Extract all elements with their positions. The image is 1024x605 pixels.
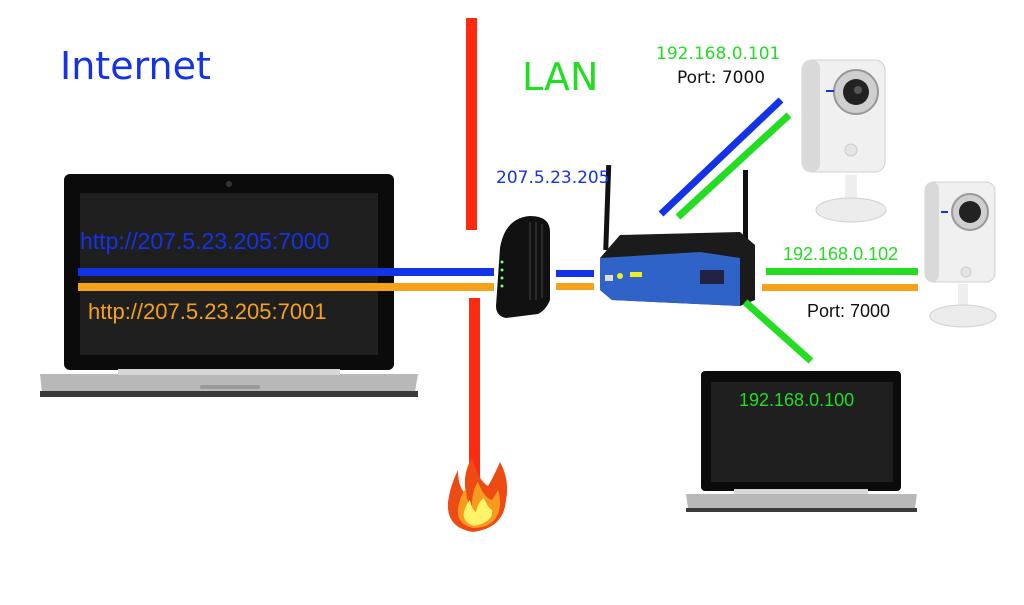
camera-1-port: Port: 7000: [677, 68, 766, 88]
orange-link-remote: [78, 283, 494, 291]
ip-camera-icon: [801, 59, 887, 223]
blue-link-camera-1: [658, 97, 784, 217]
green-link-camera-1: [675, 112, 792, 220]
firewall-line-top: [466, 18, 477, 230]
ip-camera-icon: [924, 181, 997, 328]
lan-zone-label: LAN: [522, 55, 599, 99]
camera-2-port: Port: 7000: [807, 301, 891, 321]
remote-url-port-7001: http://207.5.23.205:7001: [88, 299, 327, 324]
firewall-line-bottom: [469, 298, 480, 493]
camera-1-ip: 192.168.0.101: [656, 44, 781, 64]
green-link-local-laptop: [742, 299, 814, 364]
modem-public-ip: 207.5.23.205: [496, 168, 610, 188]
orange-link-modem-router: [556, 283, 594, 290]
wifi-router-icon: [600, 164, 755, 306]
fire-icon: [447, 458, 508, 532]
blue-link-remote: [78, 268, 494, 276]
camera-2-ip: 192.168.0.102: [783, 244, 899, 264]
remote-url-port-7000: http://207.5.23.205:7000: [80, 228, 330, 254]
cable-modem-icon: [496, 216, 550, 318]
blue-link-modem-router: [556, 270, 594, 277]
internet-zone-label: Internet: [60, 44, 211, 88]
local-laptop-ip: 192.168.0.100: [739, 390, 855, 410]
green-link-camera-2: [766, 268, 918, 275]
local-laptop: [686, 371, 917, 512]
orange-link-camera-2: [762, 284, 918, 291]
